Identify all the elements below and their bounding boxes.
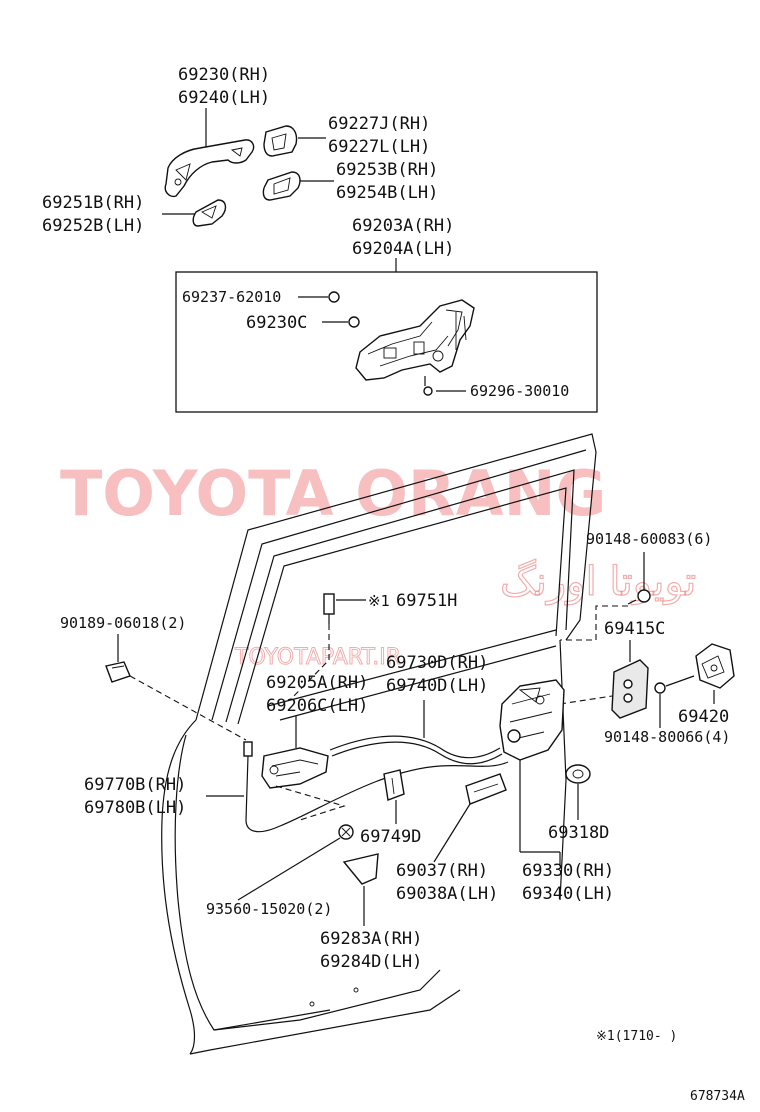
label-69296: 69296-30010: [470, 382, 569, 400]
footnote: ※1(1710- ): [596, 1029, 677, 1044]
label-69205a-rh: 69205A(RH): [266, 673, 368, 693]
label-69203a-rh: 69203A(RH): [352, 216, 454, 236]
label-69740d-lh: 69740D(LH): [386, 676, 488, 696]
label-69283a-rh: 69283A(RH): [320, 929, 422, 949]
door-striker: [695, 643, 735, 689]
lock-grommet: [565, 764, 591, 784]
label-69038a-lh: 69038A(LH): [396, 884, 498, 904]
label-69749d: 69749D: [360, 827, 421, 847]
lock-rod-clip: [323, 593, 335, 624]
lock-cable: [243, 741, 509, 833]
label-90189: 90189-06018(2): [60, 614, 186, 632]
screw-icon-lower: [338, 824, 354, 840]
label-69751h: 69751H: [396, 591, 457, 611]
diagram-code: 678734A: [690, 1089, 745, 1104]
label-69251b-rh: 69251B(RH): [42, 193, 144, 213]
watermark-url: TOYOTAPART.IR: [234, 645, 401, 670]
label-69318d: 69318D: [548, 823, 609, 843]
label-69284d-lh: 69284D(LH): [320, 952, 422, 972]
door-outline: [161, 433, 597, 1055]
handle-frame: [355, 299, 475, 381]
label-93560: 93560-15020(2): [206, 900, 332, 918]
label-69230-rh: 69230(RH): [178, 65, 270, 85]
striker-plate: [611, 659, 649, 719]
label-69254b-lh: 69254B(LH): [336, 183, 438, 203]
bolt-icon-striker: [654, 675, 695, 694]
rod-clip-icon: [105, 661, 131, 683]
label-69227l-lh: 69227L(LH): [328, 137, 430, 157]
frame-assembly-box: [175, 271, 598, 413]
latch-cover-bracket: [465, 773, 507, 805]
label-69770b-rh: 69770B(RH): [84, 775, 186, 795]
label-69751h-mark: ※1: [368, 592, 390, 610]
label-69340-lh: 69340(LH): [522, 884, 614, 904]
handle-cap: [263, 125, 298, 157]
label-90148-60083: 90148-60083(6): [586, 530, 712, 548]
label-69206c-lh: 69206C(LH): [266, 696, 368, 716]
watermark-arabic: تویوتا اورنگ: [500, 559, 696, 605]
label-69227j-rh: 69227J(RH): [328, 114, 430, 134]
label-69253b-rh: 69253B(RH): [336, 160, 438, 180]
frame-grommet-icon: [348, 316, 360, 328]
label-69230c: 69230C: [246, 313, 307, 333]
label-69240-lh: 69240(LH): [178, 88, 270, 108]
label-69730d-rh: 69730D(RH): [386, 653, 488, 673]
label-90148-80066: 90148-80066(4): [604, 728, 730, 746]
frame-screw-icon: [423, 386, 433, 396]
label-69037-rh: 69037(RH): [396, 861, 488, 881]
label-69237: 69237-62010: [182, 288, 281, 306]
outside-handle: [164, 139, 255, 198]
label-69415c: 69415C: [604, 619, 665, 639]
inside-handle: [261, 747, 329, 789]
label-69204a-lh: 69204A(LH): [352, 239, 454, 259]
watermark-latin: TOYOTA ORANG: [60, 457, 606, 530]
frame-clip-icon: [328, 291, 340, 303]
label-69780b-lh: 69780B(LH): [84, 798, 186, 818]
handle-base-pad: [192, 199, 227, 227]
bolt-icon-upper: [627, 589, 651, 605]
lock-knob-bracket: [383, 769, 405, 801]
label-69252b-lh: 69252B(LH): [42, 216, 144, 236]
label-69330-rh: 69330(RH): [522, 861, 614, 881]
label-69420: 69420: [678, 707, 729, 727]
handle-bezel-cover: [342, 853, 379, 885]
door-lock-assembly: [499, 679, 565, 761]
handle-pad: [262, 171, 301, 201]
control-cable-upper: [329, 735, 501, 759]
